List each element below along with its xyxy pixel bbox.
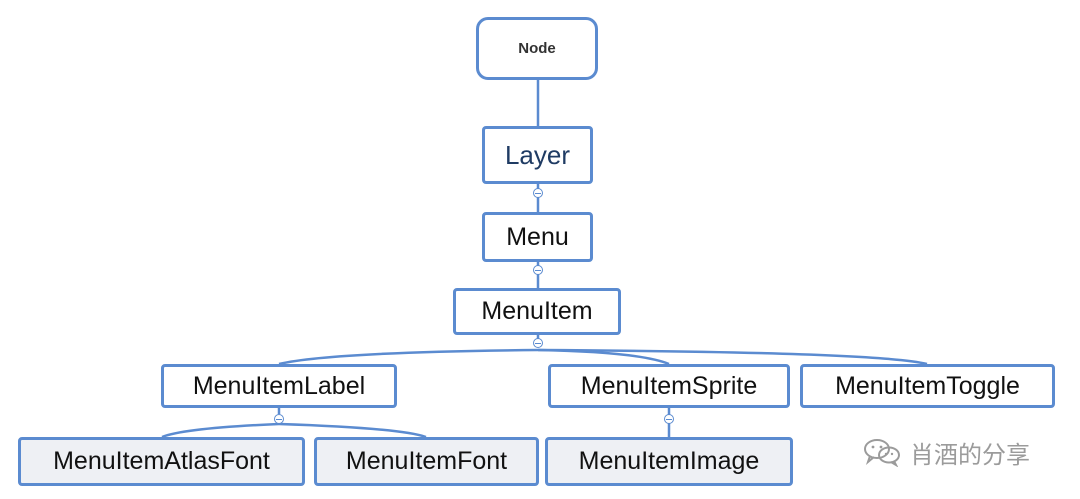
wechat-icon [864, 439, 900, 467]
collapse-toggle-menuitem-sprite[interactable] [664, 414, 674, 424]
menuitem-atlasfont-box: MenuItemAtlasFont [18, 437, 305, 486]
menuitem-box: MenuItem [453, 288, 621, 335]
menuitem-image-box: MenuItemImage [545, 437, 793, 486]
watermark: 肖酒的分享 [862, 434, 1030, 470]
collapse-toggle-menuitem[interactable] [533, 338, 543, 348]
menu-box: Menu [482, 212, 593, 262]
collapse-toggle-layer[interactable] [533, 188, 543, 198]
edge-label-font [278, 422, 427, 439]
edge-label-atlasfont [161, 422, 280, 439]
menuitem-sprite-box: MenuItemSprite [548, 364, 790, 408]
collapse-toggle-menu[interactable] [533, 265, 543, 275]
collapse-toggle-menuitem-label[interactable] [274, 414, 284, 424]
node-box: Node [476, 17, 598, 80]
edge-menuitem-menuitemtoggle [537, 348, 928, 366]
menuitem-label-box: MenuItemLabel [161, 364, 397, 408]
watermark-text: 肖酒的分享 [910, 441, 1030, 469]
menuitem-font-box: MenuItemFont [314, 437, 539, 486]
layer-box: Layer [482, 126, 593, 184]
edge-menuitem-menuitemlabel [278, 348, 539, 366]
menuitem-toggle-box: MenuItemToggle [800, 364, 1055, 408]
